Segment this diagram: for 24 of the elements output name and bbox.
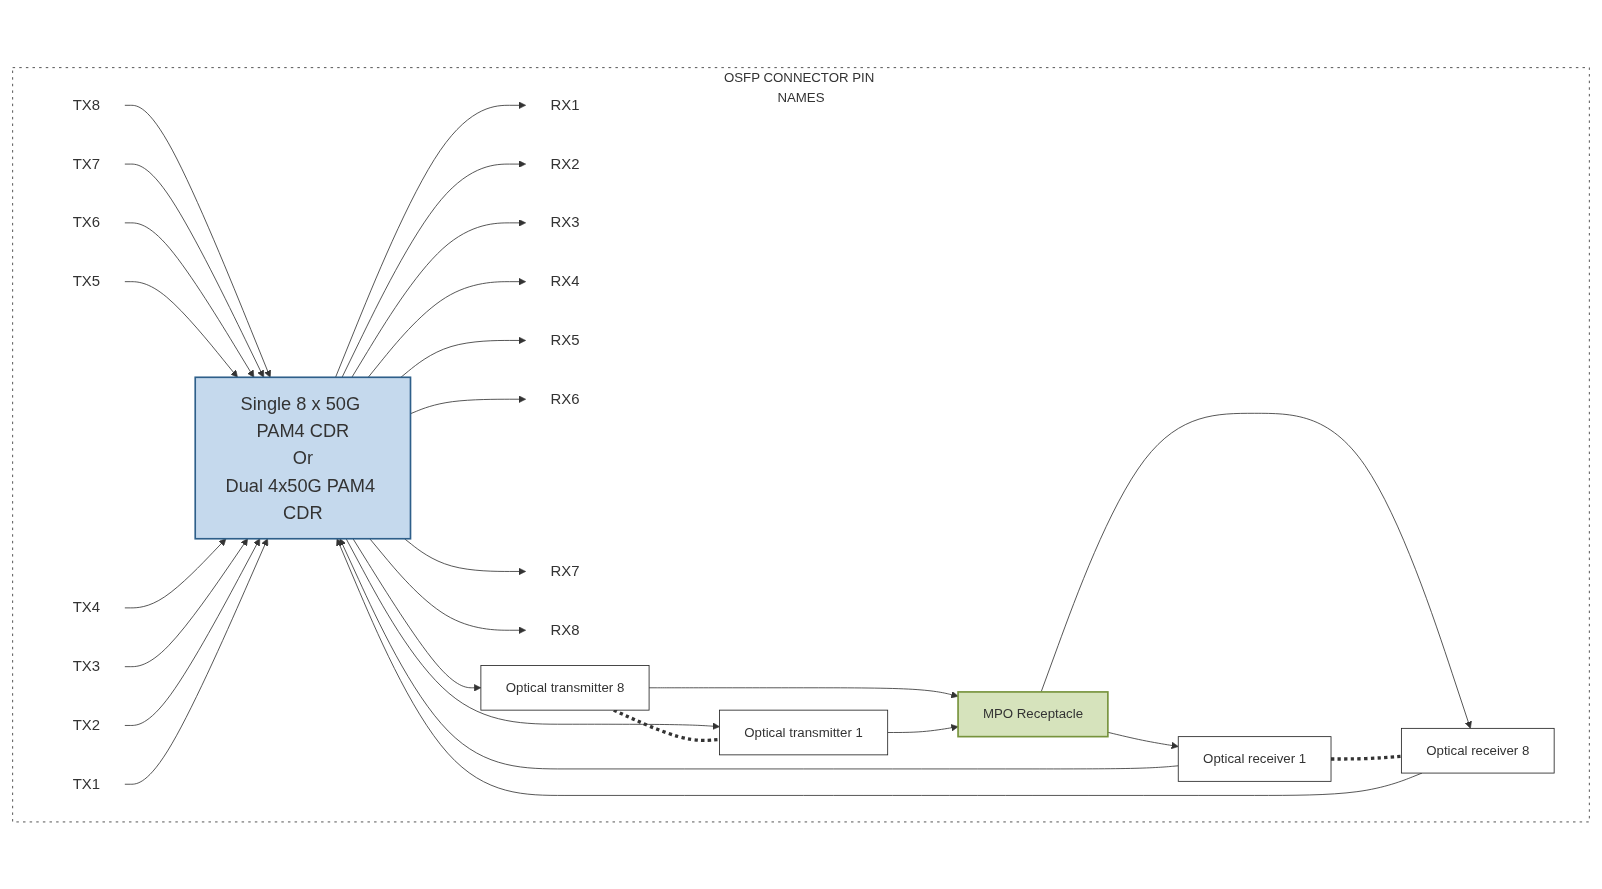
node-text: RX5: [550, 331, 580, 349]
node-box: Optical receiver 1: [1177, 735, 1332, 782]
node-text: TX8: [72, 96, 100, 113]
node-box: MPO Receptacle: [957, 690, 1109, 738]
node-text: RX1: [550, 96, 580, 113]
node-text: RX3: [550, 213, 580, 231]
node-text: RX2: [550, 155, 580, 172]
node-text: TX7: [72, 155, 100, 172]
node-text: TX5: [72, 272, 100, 290]
node-text: RX7: [550, 562, 580, 580]
node-text: TX1: [72, 775, 100, 792]
node-text: TX6: [72, 213, 100, 231]
node-box: Optical receiver 8: [1401, 727, 1555, 774]
node-text: RX6: [550, 390, 580, 407]
connector: [1331, 754, 1402, 761]
node-text: TX4: [72, 598, 100, 616]
node-text: RX8: [550, 621, 580, 638]
node-text: TX3: [72, 657, 100, 675]
node-box: Optical transmitter 1: [719, 709, 889, 755]
node-box: Optical transmitter 8: [480, 664, 650, 711]
node-text: RX4: [550, 272, 580, 290]
node-box: Single 8 x 50G PAM4 CDR Or Dual 4x50G PAM4 CDR: [194, 376, 412, 540]
connector: [613, 708, 720, 742]
node-text: TX2: [72, 716, 100, 734]
